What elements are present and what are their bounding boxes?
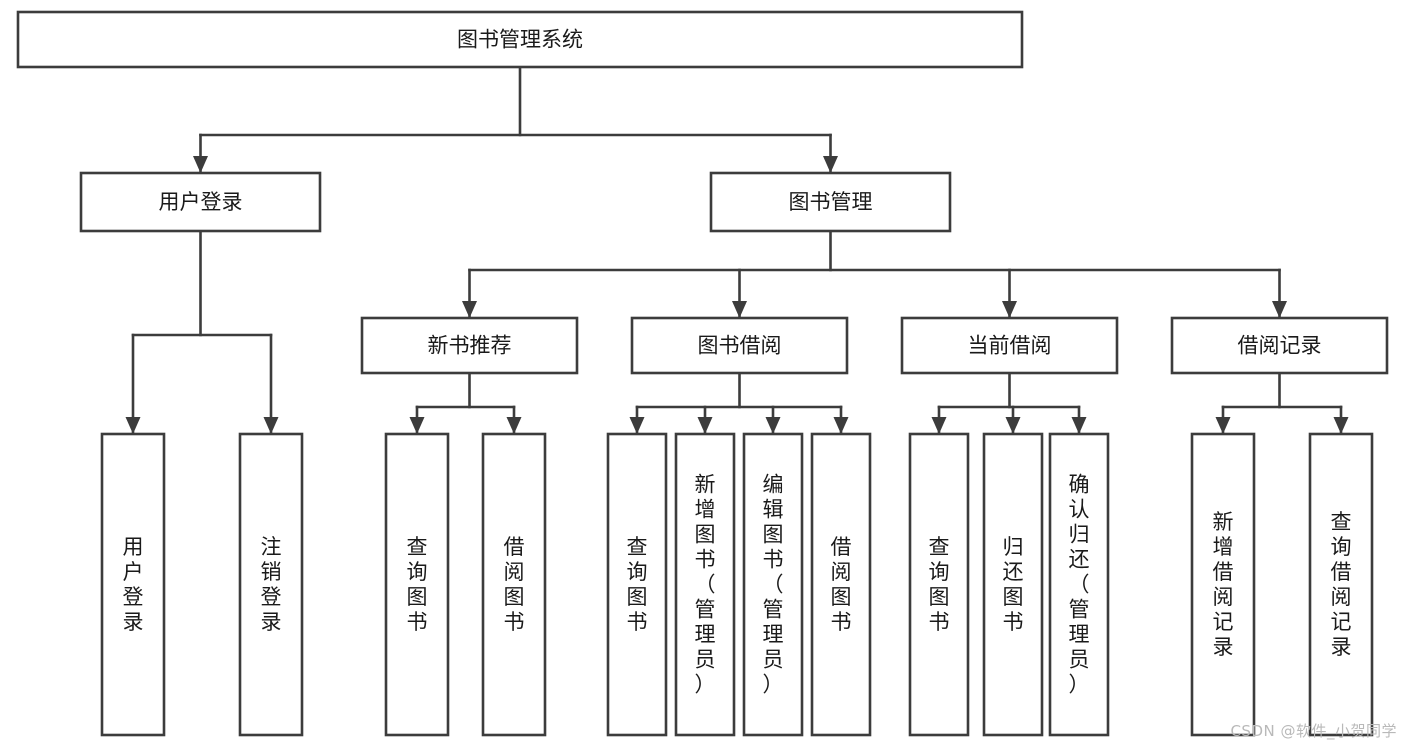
node-box: [238, 432, 304, 737]
node-leaf-borrow-book-2[interactable]: 借阅图书: [810, 432, 872, 737]
node-leaf-query-record[interactable]: 查询借阅记录: [1308, 432, 1374, 737]
arrow-head-icon: [1215, 417, 1231, 434]
node-leaf-edit-book[interactable]: 编辑图书（管理员）: [742, 432, 804, 737]
node-current-borrow[interactable]: 当前借阅: [900, 316, 1119, 375]
node-leaf-query-book-1[interactable]: 查询图书: [384, 432, 450, 737]
arrow-head-icon: [1272, 301, 1287, 318]
node-label: 图书管理: [789, 190, 873, 214]
node-leaf-return-book[interactable]: 归还图书: [982, 432, 1044, 737]
arrow-head-icon: [1333, 417, 1349, 434]
node-root[interactable]: 图书管理系统: [16, 10, 1024, 69]
node-leaf-borrow-book-1[interactable]: 借阅图书: [481, 432, 547, 737]
connector-layer: [125, 65, 1349, 435]
arrow-head-icon: [462, 301, 477, 318]
node-label: 借阅图书: [831, 535, 852, 634]
watermark-label: CSDN @软件_小贺同学: [1230, 722, 1397, 740]
node-box: [982, 432, 1044, 737]
node-box: [16, 10, 1024, 69]
arrow-head-icon: [629, 417, 645, 434]
node-box: [709, 171, 952, 233]
node-label: 新增图书（管理员）: [695, 473, 716, 697]
node-leaf-query-book-3[interactable]: 查询图书: [908, 432, 970, 737]
node-label: 确认归还（管理员）: [1069, 473, 1090, 697]
node-box: [79, 171, 322, 233]
arrow-head-icon: [1002, 301, 1017, 318]
arrow-head-icon: [732, 301, 747, 318]
node-leaf-add-record[interactable]: 新增借阅记录: [1190, 432, 1256, 737]
node-label: 编辑图书（管理员）: [763, 473, 784, 697]
arrow-head-icon: [1005, 417, 1021, 434]
node-box: [908, 432, 970, 737]
node-label: 查询图书: [929, 535, 950, 634]
node-label: 新增借阅记录: [1213, 510, 1234, 659]
node-leaf-add-book[interactable]: 新增图书（管理员）: [674, 432, 736, 737]
node-box: [1308, 432, 1374, 737]
node-label: 用户登录: [123, 535, 144, 634]
node-box: [606, 432, 668, 737]
node-box: [384, 432, 450, 737]
node-label: 查询图书: [407, 535, 428, 634]
node-box: [674, 432, 736, 737]
node-label: 图书管理系统: [457, 28, 583, 52]
node-box: [360, 316, 579, 375]
arrow-head-icon: [409, 417, 425, 434]
node-box: [1048, 432, 1110, 737]
node-leaf-logout[interactable]: 注销登录: [238, 432, 304, 737]
node-box: [481, 432, 547, 737]
arrow-head-icon: [833, 417, 849, 434]
node-label: 用户登录: [159, 190, 243, 214]
node-label: 归还图书: [1003, 535, 1024, 634]
node-box: [100, 432, 166, 737]
arrow-head-icon: [125, 417, 141, 434]
node-label: 当前借阅: [968, 334, 1052, 358]
node-box: [742, 432, 804, 737]
node-book-manage[interactable]: 图书管理: [709, 171, 952, 233]
node-box: [810, 432, 872, 737]
arrow-head-icon: [506, 417, 522, 434]
node-leaf-confirm-return[interactable]: 确认归还（管理员）: [1048, 432, 1110, 737]
node-label: 图书借阅: [698, 334, 782, 358]
node-leaf-user-login[interactable]: 用户登录: [100, 432, 166, 737]
node-label: 查询借阅记录: [1331, 510, 1352, 659]
arrow-head-icon: [263, 417, 279, 434]
node-user-login[interactable]: 用户登录: [79, 171, 322, 233]
arrow-head-icon: [823, 156, 838, 173]
node-box: [900, 316, 1119, 375]
node-label: 新书推荐: [428, 334, 512, 358]
node-leaf-query-book-2[interactable]: 查询图书: [606, 432, 668, 737]
arrow-head-icon: [697, 417, 713, 434]
node-box: [1170, 316, 1389, 375]
node-label: 借阅图书: [504, 535, 525, 634]
node-layer: 图书管理系统用户登录图书管理新书推荐图书借阅当前借阅借阅记录用户登录注销登录查询…: [16, 10, 1389, 737]
node-label: 注销登录: [261, 535, 282, 634]
arrow-head-icon: [931, 417, 947, 434]
node-label: 查询图书: [627, 535, 648, 634]
node-new-book-rec[interactable]: 新书推荐: [360, 316, 579, 375]
node-box: [630, 316, 849, 375]
node-book-borrow[interactable]: 图书借阅: [630, 316, 849, 375]
node-box: [1190, 432, 1256, 737]
arrow-head-icon: [193, 156, 208, 173]
arrow-head-icon: [765, 417, 781, 434]
arrow-head-icon: [1071, 417, 1087, 434]
node-label: 借阅记录: [1238, 334, 1322, 358]
node-borrow-record[interactable]: 借阅记录: [1170, 316, 1389, 375]
